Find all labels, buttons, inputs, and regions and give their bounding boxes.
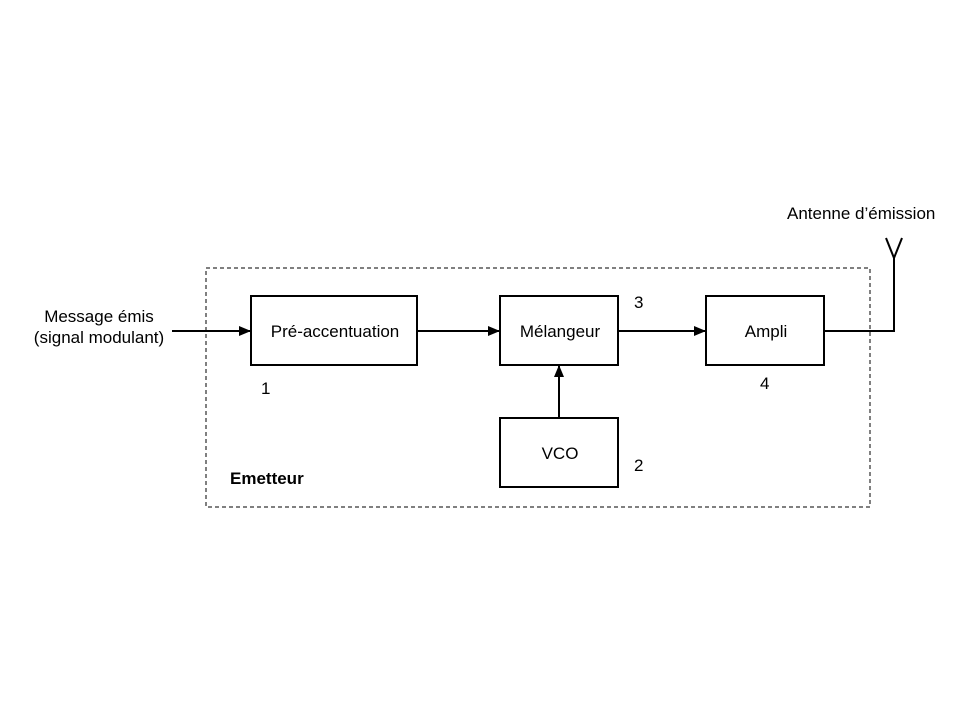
- block-melangeur[interactable]: [499, 295, 619, 366]
- emetteur-container: [205, 267, 871, 508]
- block-melangeur-label: Mélangeur: [519, 322, 601, 341]
- antenna-label: Antenne d’émission: [787, 204, 936, 223]
- block-number-1: 1: [261, 379, 271, 398]
- block-number-3: 3: [634, 293, 644, 312]
- antenna-icon: [885, 237, 903, 259]
- block-number-4: 4: [760, 374, 770, 393]
- block-ampli-label: Ampli: [744, 322, 788, 341]
- input-label-line2: (signal modulant): [33, 328, 165, 347]
- block-ampli[interactable]: [705, 295, 825, 366]
- line-ampli-to-antenna: [824, 258, 895, 332]
- block-vco[interactable]: [499, 417, 619, 488]
- block-number-2: 2: [634, 456, 644, 475]
- input-label: Message émis (signal modulant): [14, 306, 184, 348]
- block-preaccentuation-label: Pré-accentuation: [270, 322, 400, 341]
- block-preaccentuation[interactable]: [250, 295, 418, 366]
- emetteur-label: Emetteur: [230, 469, 304, 488]
- block-vco-label: VCO: [541, 444, 579, 463]
- input-label-line1: Message émis: [44, 307, 154, 326]
